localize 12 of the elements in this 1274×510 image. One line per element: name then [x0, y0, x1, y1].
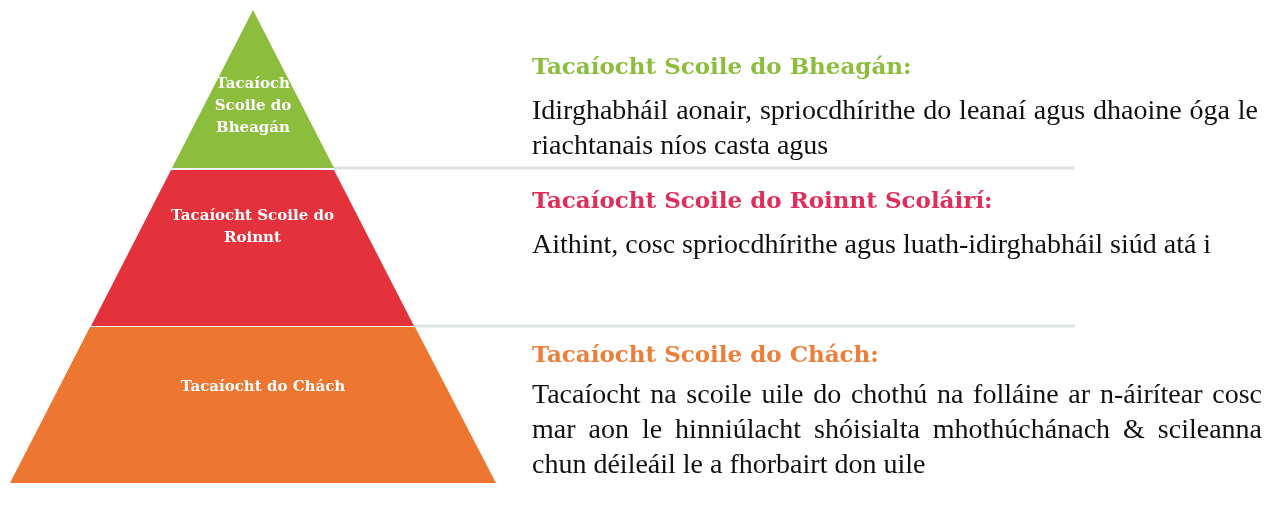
pyramid-tier [10, 327, 496, 483]
tier-description: Tacaíocht na scoile uile do chothú na folláine ar n-áirítear cosc mar aon le hinniúlacht shóisialta mhothúchánach & scileanna chun déileáil le a fhorbairt don uile [532, 377, 1262, 481]
pyramid-tier [172, 10, 334, 168]
tier-label: Tacaíocht do Chách [179, 376, 347, 397]
pyramid-tier [91, 170, 414, 326]
tier-description: Aithint, cosc spriocdhírithe agus luath-idirghabháil siúd atá i [532, 227, 1213, 261]
tier-description: Idirghabháil aonair, spriocdhírithe do leanaí agus dhaoine óga le riachtanais níos casta agus [532, 93, 1258, 162]
tier-heading: Tacaíocht Scoile do Roinnt Scoláirí: [532, 186, 993, 213]
tier-label: Tacaíocht Scoile do Roinnt [170, 205, 335, 248]
tier-heading: Tacaíocht Scoile do Bheagán: [532, 52, 912, 79]
tier-label: Tacaíoch Scoile do Bheagán [213, 73, 293, 138]
tier-heading: Tacaíocht Scoile do Chách: [532, 340, 879, 367]
